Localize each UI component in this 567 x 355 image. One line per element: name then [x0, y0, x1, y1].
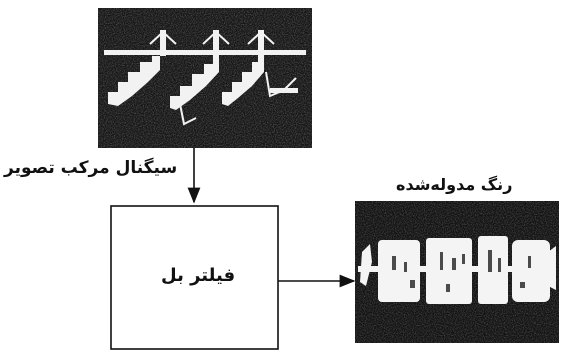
- composite-video-trace: [104, 30, 306, 126]
- output-signal-label: رنگ مدوله‌شده: [396, 175, 513, 194]
- output-scope-image: [355, 201, 559, 343]
- filter-block-label: فیلتر بل: [161, 265, 236, 286]
- input-signal-label: سیگنال مرکب تصویر: [4, 158, 178, 178]
- modulated-chroma-trace: [358, 236, 556, 304]
- bell-filter-block: [110, 205, 279, 350]
- input-scope-image: [98, 8, 312, 148]
- chroma-texture: [392, 250, 531, 292]
